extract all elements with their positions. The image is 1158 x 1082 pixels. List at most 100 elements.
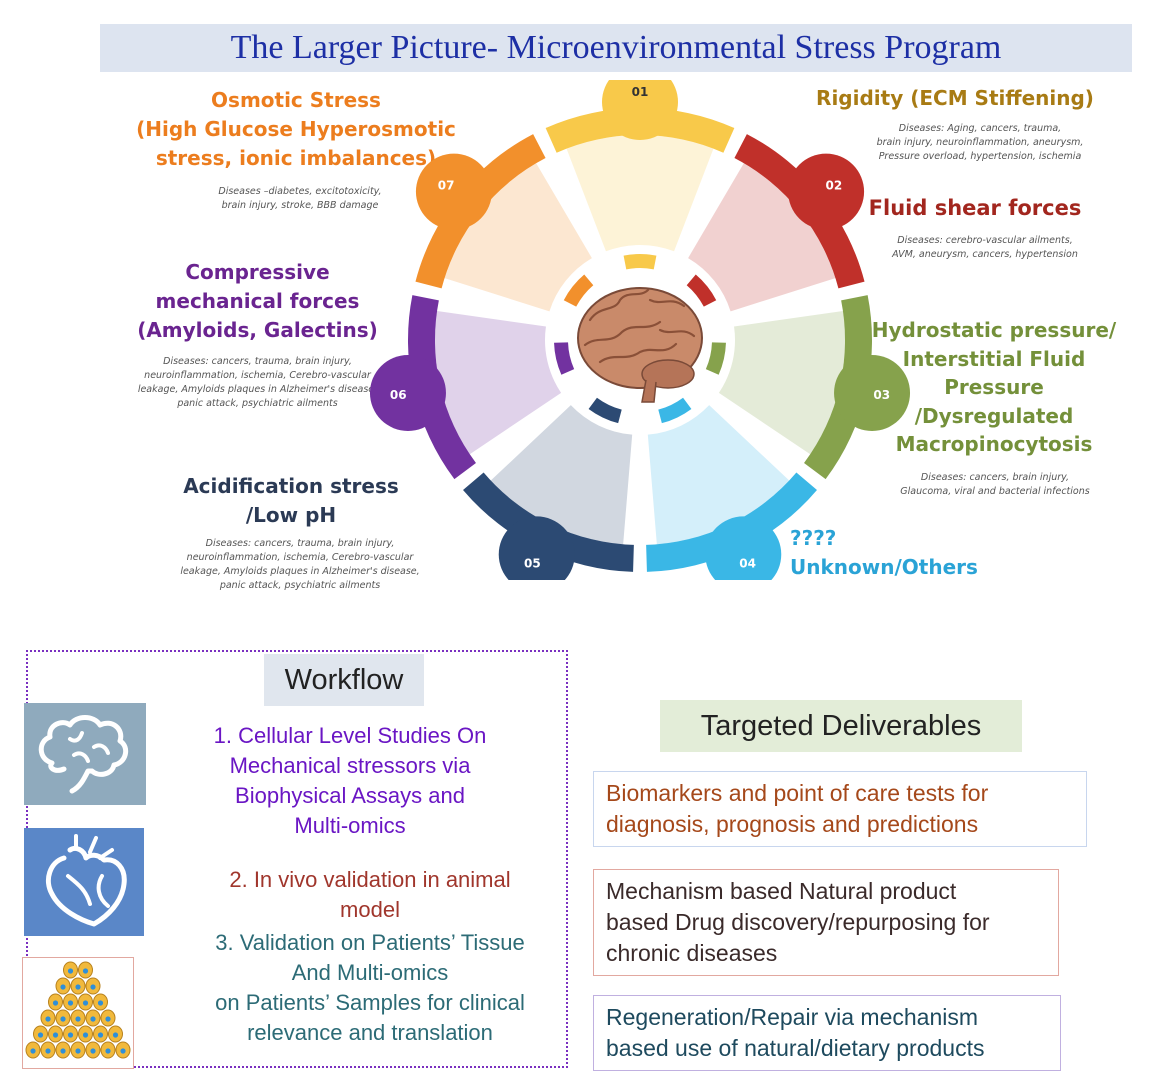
inner-arc-02 bbox=[686, 274, 717, 307]
cell-nucleus-4 bbox=[75, 984, 81, 990]
page-title: The Larger Picture- Microenvironmental S… bbox=[230, 29, 1002, 66]
number-circle-01 bbox=[602, 80, 678, 140]
cell-nucleus-1 bbox=[67, 968, 74, 974]
inner-arc-01 bbox=[623, 254, 657, 270]
outer-band-03 bbox=[804, 295, 872, 480]
deliverables-label: Targeted Deliverables bbox=[660, 700, 1022, 752]
number-label-07: 07 bbox=[438, 178, 455, 192]
cell-nucleus-17 bbox=[67, 1032, 74, 1038]
brain-fold-1 bbox=[588, 288, 650, 322]
wheel-segment-04: 04 bbox=[646, 397, 817, 580]
deliverable-item-2: Mechanism based Natural product based Dr… bbox=[593, 869, 1059, 976]
cell-nucleus-27 bbox=[120, 1048, 126, 1054]
wheel-segment-01: 01 bbox=[545, 80, 735, 270]
brain-fold-5 bbox=[658, 328, 696, 338]
cell-nucleus-7 bbox=[67, 1000, 74, 1006]
cell-nucleus-2 bbox=[82, 968, 89, 974]
stress-diseases-05: Diseases: cancers, trauma, brain injury,… bbox=[180, 538, 420, 591]
cell-nucleus-20 bbox=[112, 1032, 119, 1038]
wedge-fill-01 bbox=[566, 134, 714, 252]
inner-arc-04 bbox=[658, 397, 692, 424]
workflow-step-1: 1. Cellular Level Studies On Mechanical … bbox=[213, 723, 487, 838]
cell-nucleus-22 bbox=[45, 1048, 51, 1054]
number-label-03: 03 bbox=[873, 388, 890, 402]
number-label-02: 02 bbox=[826, 178, 843, 192]
cell-nucleus-25 bbox=[90, 1048, 96, 1054]
deliverable-item-1: Biomarkers and point of care tests for d… bbox=[593, 771, 1087, 847]
wheel-segment-02: 02 bbox=[686, 134, 865, 312]
wedge-fill-05 bbox=[490, 405, 633, 545]
cell-nucleus-18 bbox=[82, 1032, 89, 1038]
workflow-step-2: 2. In vivo validation in animal model bbox=[229, 867, 511, 922]
stress-title-05: Acidification stress /Low pH bbox=[183, 474, 399, 527]
stress-title-01: Rigidity (ECM Stiffening) bbox=[816, 86, 1094, 110]
cell-nucleus-12 bbox=[75, 1016, 81, 1022]
stress-wheel-diagram: 01 02 03 04 05 06 07 bbox=[369, 80, 911, 580]
title-bar bbox=[100, 24, 1132, 72]
stress-title-06: Compressive mechanical forces (Amyloids,… bbox=[137, 260, 378, 342]
outer-band-06 bbox=[407, 295, 476, 480]
number-circle-07 bbox=[415, 153, 492, 230]
cell-nucleus-13 bbox=[90, 1016, 96, 1022]
outer-band-02 bbox=[734, 134, 865, 289]
cell-nucleus-5 bbox=[90, 984, 96, 990]
workflow-step-3: 3. Validation on Patients’ Tissue And Mu… bbox=[215, 930, 525, 1045]
number-circle-02 bbox=[788, 153, 865, 230]
cell-nucleus-8 bbox=[82, 1000, 89, 1006]
outer-band-04 bbox=[646, 472, 817, 572]
stress-title-02: Fluid shear forces bbox=[868, 196, 1082, 220]
cell-nucleus-16 bbox=[52, 1032, 59, 1038]
heart-icon bbox=[24, 828, 144, 936]
workflow-label: Workflow bbox=[264, 654, 424, 706]
cell-nucleus-3 bbox=[60, 984, 66, 990]
brain-fold-3 bbox=[598, 342, 678, 364]
wheel-segment-05: 05 bbox=[463, 397, 634, 580]
number-circle-06 bbox=[369, 354, 446, 431]
wedge-fill-04 bbox=[647, 405, 790, 545]
cell-nucleus-23 bbox=[60, 1048, 66, 1054]
stress-diseases-02: Diseases: cerebro-vascular ailments, AVM… bbox=[892, 235, 1078, 260]
stress-diseases-06: Diseases: cancers, trauma, brain injury,… bbox=[137, 356, 378, 409]
cell-nucleus-9 bbox=[97, 1000, 104, 1006]
cell-nucleus-11 bbox=[60, 1016, 66, 1022]
deliverable-item-3: Regeneration/Repair via mechanism based … bbox=[593, 995, 1061, 1071]
cell-nucleus-24 bbox=[75, 1048, 81, 1054]
brain-icon bbox=[24, 703, 146, 805]
outer-band-05 bbox=[463, 472, 634, 572]
wedge-fill-03 bbox=[718, 310, 845, 455]
cell-nucleus-10 bbox=[45, 1016, 51, 1022]
number-label-04: 04 bbox=[739, 556, 756, 570]
cell-nucleus-6 bbox=[52, 1000, 59, 1006]
number-circle-03 bbox=[834, 354, 911, 431]
wheel-segment-03: 03 bbox=[705, 295, 911, 480]
brain-fold-2 bbox=[583, 320, 662, 347]
cell-nucleus-21 bbox=[30, 1048, 36, 1054]
wheel-segment-06: 06 bbox=[369, 295, 575, 480]
number-label-06: 06 bbox=[390, 388, 407, 402]
stress-title-03: Hydrostatic pressure/ Interstitial Fluid… bbox=[871, 318, 1117, 456]
brain-fold-4 bbox=[648, 298, 686, 308]
cell-nucleus-26 bbox=[105, 1048, 111, 1054]
cells-icon bbox=[22, 957, 134, 1069]
stress-title-07: Osmotic Stress (High Glucose Hyperosmoti… bbox=[136, 88, 456, 170]
stress-diseases-01: Diseases: Aging, cancers, trauma, brain … bbox=[876, 123, 1084, 162]
inner-arc-03 bbox=[705, 342, 726, 375]
stress-title-04: ???? Unknown/Others bbox=[790, 526, 978, 579]
outer-band-07 bbox=[415, 134, 546, 289]
cell-nucleus-15 bbox=[37, 1032, 44, 1038]
brain-illustration bbox=[577, 287, 703, 403]
cell-nucleus-19 bbox=[97, 1032, 104, 1038]
wedge-fill-07 bbox=[444, 163, 592, 312]
number-label-05: 05 bbox=[524, 556, 541, 570]
inner-arc-07 bbox=[563, 274, 594, 307]
cell-nucleus-14 bbox=[105, 1016, 111, 1022]
stress-diseases-03: Diseases: cancers, brain injury, Glaucom… bbox=[900, 472, 1090, 497]
inner-arc-05 bbox=[588, 397, 622, 424]
wheel-segment-07: 07 bbox=[415, 134, 594, 312]
wedge-fill-02 bbox=[688, 163, 836, 312]
inner-arc-06 bbox=[554, 342, 575, 375]
stress-diseases-07: Diseases –diabetes, excitotoxicity, brai… bbox=[218, 186, 382, 211]
number-circle-04 bbox=[705, 516, 782, 580]
number-circle-05 bbox=[498, 516, 575, 580]
number-label-01: 01 bbox=[632, 85, 649, 99]
